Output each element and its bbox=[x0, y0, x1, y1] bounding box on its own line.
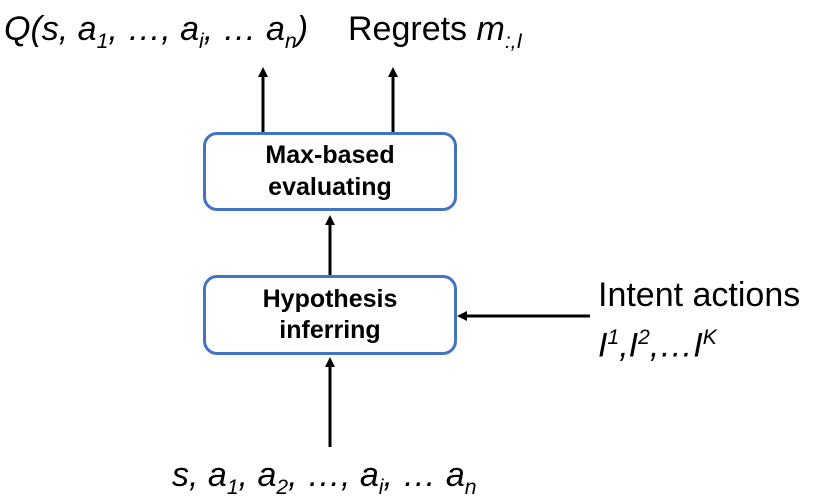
input-sequence-label: s, a1, a2, …, ai, … an bbox=[172, 456, 477, 499]
output-q-label: Q(s, a1, …, ai, … an) bbox=[4, 10, 309, 53]
intent-actions-label: Intent actions bbox=[598, 276, 801, 314]
output-regrets-label: Regrets m:,I bbox=[348, 10, 523, 53]
evaluating-line1: Max-based bbox=[265, 141, 395, 170]
inferring-line2: inferring bbox=[279, 316, 381, 344]
hypothesis-inferring-box: Hypothesis inferring bbox=[203, 275, 457, 355]
max-based-evaluating-box: Max-based evaluating bbox=[203, 132, 457, 211]
inferring-line1: Hypothesis bbox=[262, 284, 398, 313]
intent-actions-set: I1,I2,…IK bbox=[598, 326, 717, 365]
evaluating-line2: evaluating bbox=[268, 172, 392, 201]
